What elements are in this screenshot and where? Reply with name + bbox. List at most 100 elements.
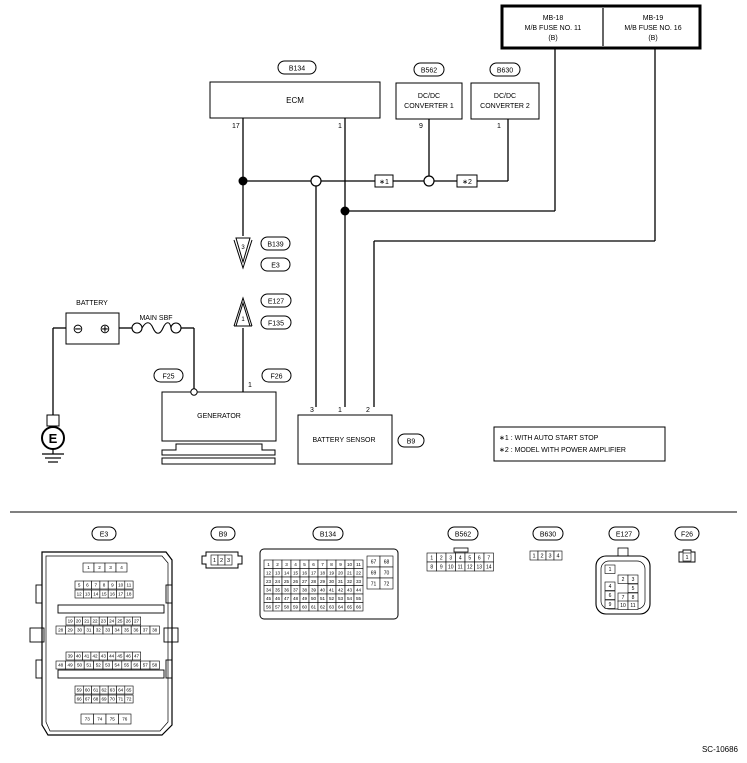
battery: BATTERY ⊖ ⊕ — [65, 300, 120, 345]
connector-pin-label: 1 — [267, 562, 270, 567]
connector-pin-label: 52 — [96, 663, 102, 668]
connector-pin-label: 40 — [76, 654, 82, 659]
connector-pin-label: 23 — [101, 619, 107, 624]
connector-pin-label: 9 — [339, 562, 342, 567]
svg-text:ECM: ECM — [286, 96, 304, 105]
svg-text:∗1 : WITH AUTO START STOP: ∗1 : WITH AUTO START STOP — [499, 435, 599, 442]
connector-pin-label: 32 — [347, 579, 353, 584]
connector-pin-label: 34 — [266, 587, 272, 592]
generator: F25 F26 1 GENERATOR — [153, 368, 292, 465]
connector-pin-label: 68 — [93, 697, 99, 702]
connector-pin — [553, 550, 563, 561]
connector-pin-label: 45 — [266, 596, 272, 601]
connector-pin-label: 24 — [275, 579, 281, 584]
connector-pin-label: 64 — [118, 688, 124, 693]
connector-pin-label: 66 — [77, 697, 83, 702]
connector-pin-label: 19 — [329, 570, 335, 575]
connector-f26-face: F26 1 — [674, 526, 700, 563]
connector-pin-label: 12 — [266, 570, 272, 575]
svg-text:9: 9 — [419, 123, 423, 130]
connector-pin — [604, 564, 616, 574]
f26-pin-grid: 1 — [682, 552, 692, 562]
connector-pin-label: 54 — [347, 596, 353, 601]
ground-symbol: E — [41, 414, 65, 463]
connector-pin-label: 54 — [115, 663, 121, 668]
connector-pin-label: 39 — [68, 654, 74, 659]
connector-pin-label: 12 — [77, 592, 83, 597]
connector-pin-label: 32 — [96, 628, 102, 633]
connector-pin-label: 16 — [110, 592, 116, 597]
svg-text:1: 1 — [248, 382, 252, 389]
connector-pin-label: 9 — [111, 583, 114, 588]
connector-pin-label: 64 — [338, 604, 344, 609]
connector-pin-label: 14 — [284, 570, 290, 575]
svg-text:B630: B630 — [497, 68, 513, 75]
connector-pin-label: 20 — [76, 619, 82, 624]
connector-pin-label: 3 — [632, 577, 635, 583]
connector-pin-label: 66 — [356, 604, 362, 609]
connector-pin-label: 63 — [329, 604, 335, 609]
connector-pin-label: 74 — [97, 717, 103, 722]
connector-pin-label: 5 — [632, 586, 635, 592]
battery-sensor: 3 1 2 BATTERY SENSOR B9 — [297, 407, 425, 465]
connector-pin-label: 69 — [371, 570, 377, 576]
connector-pin-label: 5 — [78, 583, 81, 588]
connector-pin-label: 60 — [85, 688, 91, 693]
connector-pin-label: 10 — [347, 562, 353, 567]
connector-pin-label: 8 — [103, 583, 106, 588]
connector-pin-label: 19 — [68, 619, 74, 624]
svg-text:E3: E3 — [100, 532, 109, 539]
connector-pin-label: 38 — [152, 628, 158, 633]
svg-text:3: 3 — [310, 407, 314, 414]
connector-pin-label: 48 — [58, 663, 64, 668]
connector-pin-label: 55 — [356, 596, 362, 601]
svg-text:E: E — [49, 431, 58, 446]
svg-text:⊖: ⊖ — [73, 321, 84, 336]
connector-pin — [149, 625, 160, 635]
connector-pin-label: 34 — [115, 628, 121, 633]
connector-pin-label: 3 — [548, 553, 551, 559]
connector-pin-label: 2 — [622, 577, 625, 583]
connector-pin-label: 22 — [356, 570, 362, 575]
connector-pin-label: 70 — [384, 570, 390, 576]
connector-pin-label: 45 — [117, 654, 123, 659]
connector-pin-label: 11 — [127, 583, 132, 588]
connector-pin-label: 21 — [347, 570, 353, 575]
connector-pin-label: 18 — [126, 592, 132, 597]
connector-pin-label: 31 — [338, 579, 344, 584]
svg-text:MAIN SBF: MAIN SBF — [139, 315, 172, 322]
connector-pin-label: 3 — [285, 562, 288, 567]
connector-pin — [627, 583, 639, 593]
svg-text:CONVERTER 1: CONVERTER 1 — [404, 103, 454, 110]
svg-text:2: 2 — [366, 407, 370, 414]
svg-text:M/B FUSE NO. 11: M/B FUSE NO. 11 — [525, 25, 582, 32]
connector-pin-label: 2 — [440, 555, 443, 561]
connector-pin-label: 7 — [321, 562, 324, 567]
svg-text:B139: B139 — [267, 242, 283, 249]
connector-pin — [604, 590, 616, 600]
wires — [52, 48, 656, 415]
connector-pin-label: 71 — [371, 581, 377, 587]
svg-text:DC/DC: DC/DC — [494, 93, 516, 100]
connector-pin-label: 72 — [384, 581, 390, 587]
connector-pin-label: 23 — [266, 579, 272, 584]
connector-pin — [682, 552, 692, 562]
svg-text:BATTERY: BATTERY — [76, 300, 108, 307]
connector-pin-label: 42 — [92, 654, 98, 659]
connector-pin-label: 22 — [92, 619, 98, 624]
connector-pin-label: 53 — [338, 596, 344, 601]
connector-pin-label: 4 — [556, 553, 559, 559]
connector-pin-label: 68 — [384, 559, 390, 565]
connector-pin — [483, 561, 494, 572]
connector-pin-label: 43 — [101, 654, 107, 659]
main-sbf-fuse: MAIN SBF — [131, 315, 182, 334]
connector-pin — [124, 685, 134, 695]
connector-pin — [124, 589, 134, 599]
